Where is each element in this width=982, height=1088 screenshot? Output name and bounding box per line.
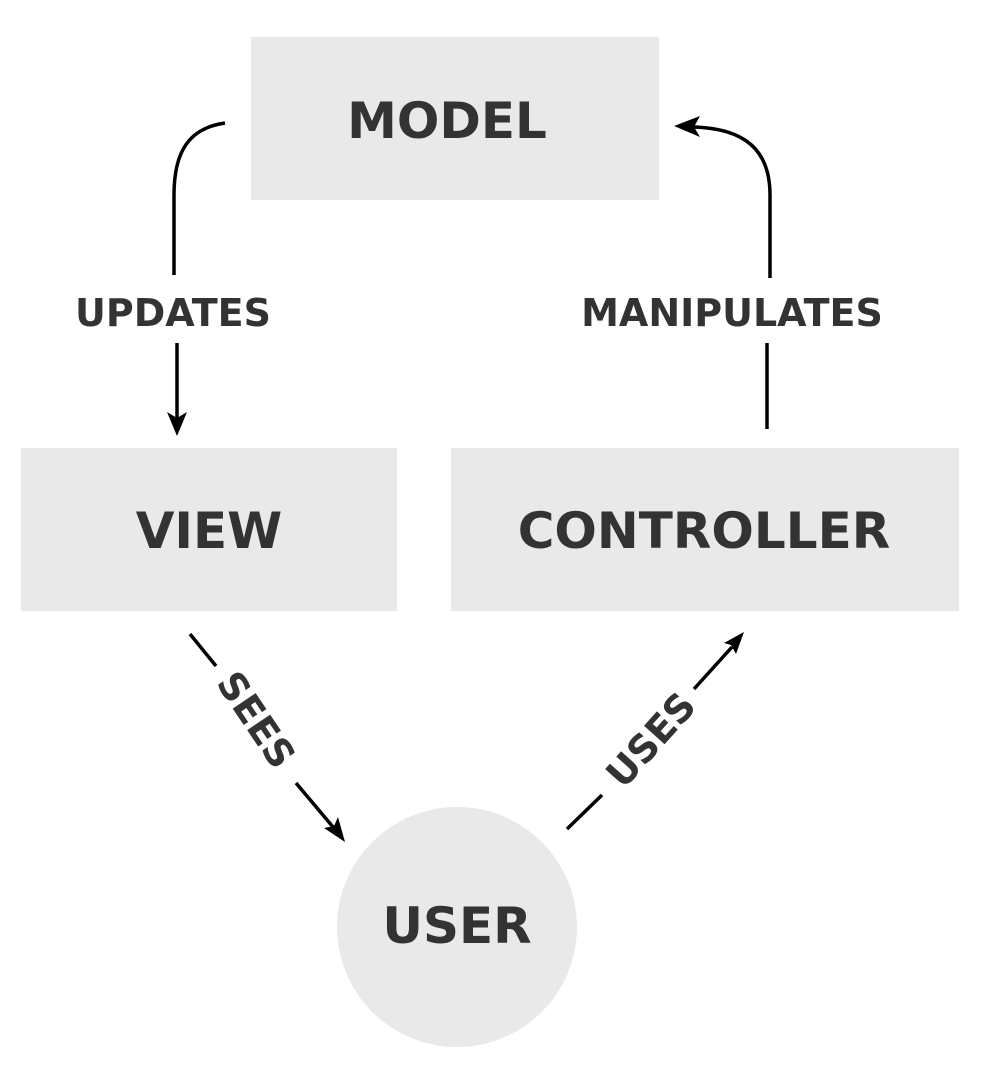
model-label: MODEL [347,92,547,150]
updates-arrowhead [167,412,187,436]
sees-arrowhead [324,817,345,842]
uses-edge: USES [565,632,744,831]
view-node: VIEW [21,448,397,611]
model-node: MODEL [251,37,659,200]
uses-arrowhead [724,632,744,654]
manipulates-label: MANIPULATES [581,291,883,335]
model-box [251,37,659,200]
user-circle [337,807,577,1047]
sees-edge: SEES [188,632,345,842]
uses-label: USES [597,684,704,796]
controller-box [451,448,959,611]
user-node: USER [337,807,577,1047]
controller-label: CONTROLLER [518,502,891,560]
view-label: VIEW [136,502,283,560]
view-box [21,448,397,611]
sees-label: SEES [208,663,304,776]
manipulates-edge: MANIPULATES [581,116,883,429]
sees-line-lower [294,781,335,829]
sees-line-upper [188,632,218,668]
user-label: USER [382,897,531,955]
updates-edge: UPDATES [75,121,271,436]
manipulates-line-upper [691,125,772,278]
manipulates-arrowhead [674,116,700,137]
uses-line-lower [565,793,604,831]
updates-label: UPDATES [75,291,271,335]
updates-line-upper [172,121,226,275]
uses-line-upper [692,645,734,691]
controller-node: CONTROLLER [451,448,959,611]
